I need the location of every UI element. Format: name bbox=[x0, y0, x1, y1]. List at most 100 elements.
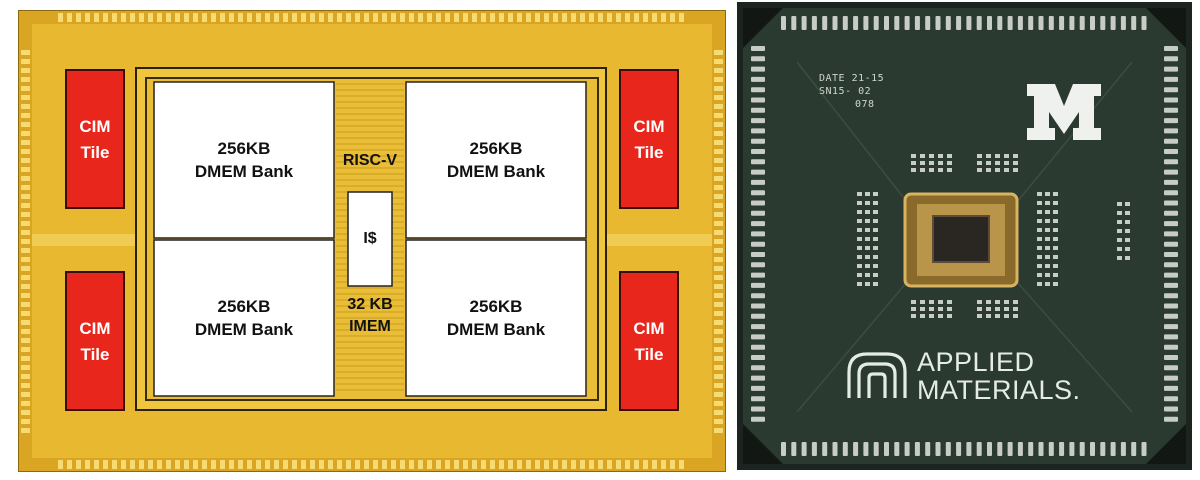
inner-pad bbox=[920, 314, 925, 318]
inner-pad bbox=[1045, 255, 1050, 259]
bond-pad bbox=[265, 13, 270, 22]
pin bbox=[1141, 16, 1147, 30]
bond-pad bbox=[58, 460, 63, 469]
bond-pad bbox=[714, 113, 723, 118]
inner-pad bbox=[1004, 161, 1009, 165]
pin bbox=[1100, 16, 1106, 30]
bond-pad bbox=[21, 320, 30, 325]
bond-pad bbox=[21, 329, 30, 334]
pin bbox=[966, 16, 972, 30]
pin bbox=[997, 16, 1003, 30]
inner-pad bbox=[920, 300, 925, 304]
bond-pad bbox=[21, 266, 30, 271]
bond-pad bbox=[616, 460, 621, 469]
pin bbox=[987, 442, 992, 456]
inner-pad bbox=[977, 168, 982, 172]
bond-pad bbox=[21, 158, 30, 163]
bond-pad bbox=[220, 460, 225, 469]
bond-pad bbox=[714, 77, 723, 82]
corner-mark bbox=[743, 8, 783, 48]
bond-pad bbox=[508, 13, 513, 22]
inner-pad bbox=[1125, 202, 1130, 206]
bond-pad bbox=[391, 460, 396, 469]
bond-pad bbox=[652, 460, 657, 469]
inner-pad bbox=[1037, 282, 1042, 286]
bond-pad bbox=[499, 13, 504, 22]
pin bbox=[1164, 138, 1178, 144]
inner-pad bbox=[1037, 255, 1042, 259]
bond-pad bbox=[67, 460, 72, 469]
pin bbox=[894, 442, 900, 456]
inner-pad bbox=[986, 314, 991, 318]
pin bbox=[1164, 128, 1178, 134]
pin bbox=[751, 66, 765, 72]
inner-pad bbox=[1053, 228, 1058, 232]
inner-pad bbox=[1053, 219, 1058, 223]
bond-pad bbox=[184, 13, 189, 22]
pin bbox=[1164, 76, 1178, 82]
bond-pad bbox=[714, 338, 723, 343]
bond-pad bbox=[21, 167, 30, 172]
inner-pad bbox=[929, 307, 934, 311]
inner-pad bbox=[977, 314, 982, 318]
bond-pad bbox=[418, 13, 423, 22]
inner-pad bbox=[1045, 273, 1050, 277]
pin bbox=[863, 16, 869, 30]
bond-pad bbox=[714, 104, 723, 109]
inner-pad bbox=[1117, 256, 1122, 260]
dmem-bank-bottom-right bbox=[405, 239, 587, 397]
inner-pad bbox=[929, 161, 934, 165]
pin bbox=[751, 190, 765, 196]
bond-pad bbox=[346, 460, 351, 469]
bond-pad bbox=[490, 460, 495, 469]
pin bbox=[801, 442, 807, 456]
pin bbox=[1048, 442, 1054, 456]
bond-pad bbox=[409, 460, 414, 469]
pin bbox=[976, 16, 982, 30]
inner-pad bbox=[995, 300, 1000, 304]
bond-pad bbox=[391, 13, 396, 22]
pin bbox=[1141, 442, 1147, 456]
inner-pad bbox=[1053, 282, 1058, 286]
pin bbox=[904, 442, 910, 456]
pin bbox=[1164, 385, 1178, 391]
cim-tile-bottom-left bbox=[65, 271, 125, 411]
bond-pad bbox=[283, 460, 288, 469]
pin bbox=[1164, 334, 1178, 340]
inner-pad bbox=[1013, 300, 1018, 304]
bond-pad bbox=[148, 13, 153, 22]
bond-pad bbox=[21, 365, 30, 370]
bond-pad bbox=[463, 460, 468, 469]
bond-pad bbox=[67, 13, 72, 22]
inner-pad bbox=[865, 201, 870, 205]
inner-pad bbox=[938, 161, 943, 165]
inner-pad bbox=[873, 273, 878, 277]
pin bbox=[1090, 16, 1095, 30]
bond-pad bbox=[193, 460, 198, 469]
pin bbox=[832, 16, 838, 30]
inner-pad bbox=[1117, 202, 1122, 206]
bond-pad bbox=[328, 460, 333, 469]
bond-pad bbox=[535, 13, 540, 22]
pin bbox=[1164, 107, 1178, 113]
bond-pad bbox=[714, 221, 723, 226]
bond-pad bbox=[21, 50, 30, 55]
bond-pad bbox=[121, 13, 126, 22]
bond-pad bbox=[364, 460, 369, 469]
bond-pad bbox=[625, 13, 630, 22]
bond-pad bbox=[679, 460, 684, 469]
pin bbox=[751, 221, 765, 227]
pin bbox=[956, 16, 962, 30]
pin bbox=[1110, 442, 1116, 456]
inner-pad bbox=[1037, 192, 1042, 196]
bond-pad bbox=[355, 460, 360, 469]
bond-pad bbox=[445, 13, 450, 22]
bond-pad bbox=[553, 13, 558, 22]
inner-pad bbox=[911, 300, 916, 304]
pin bbox=[1164, 46, 1178, 51]
bond-pad bbox=[714, 284, 723, 289]
bond-pad bbox=[130, 13, 135, 22]
pin bbox=[751, 416, 765, 422]
pin bbox=[1028, 16, 1034, 30]
